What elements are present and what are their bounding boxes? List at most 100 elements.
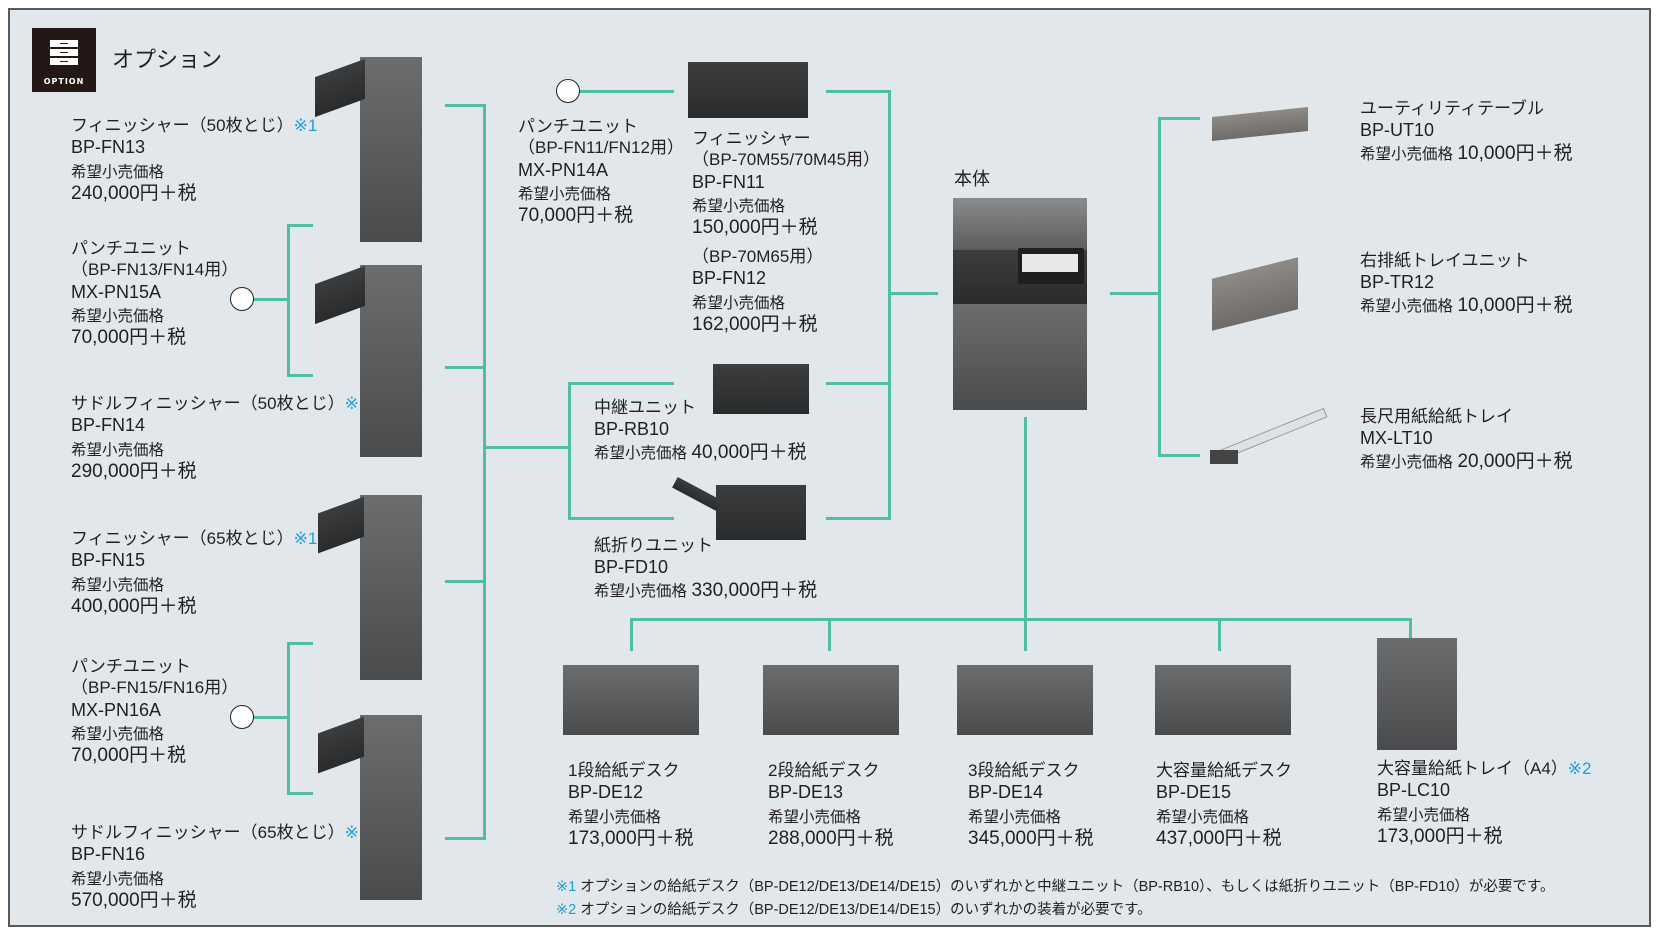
price-label: 希望小売価格 bbox=[1360, 145, 1454, 163]
drawer-icon bbox=[50, 40, 78, 47]
price-label: 希望小売価格 bbox=[1360, 297, 1454, 315]
option-bp-fn16: サドルフィニッシャー（65枚とじ）※1 BP-FN16 希望小売価格 570,0… bbox=[71, 822, 368, 913]
footnote-2: ※2 オプションの給紙デスク（BP-DE12/DE13/DE14/DE15）のい… bbox=[556, 899, 1554, 922]
option-name: パンチユニット bbox=[71, 239, 191, 258]
compatibility: （BP-FN13/FN14用） bbox=[71, 260, 239, 280]
option-mx-pn14a: パンチユニット （BP-FN11/FN12用） MX-PN14A 希望小売価格 … bbox=[518, 116, 684, 228]
connector-line bbox=[580, 90, 674, 93]
page-title: オプション bbox=[112, 47, 223, 72]
option-name: 大容量給紙トレイ（A4） bbox=[1377, 759, 1568, 778]
connector-line bbox=[1409, 618, 1412, 642]
footnote-ref: ※1 bbox=[293, 116, 318, 135]
price-value: 290,000円＋税 bbox=[71, 461, 197, 483]
connector-line bbox=[287, 224, 290, 377]
option-name: フィニッシャー bbox=[692, 129, 811, 148]
footnote-mark: ※2 bbox=[556, 902, 577, 919]
model-number: BP-FN12 bbox=[692, 268, 767, 289]
compatibility: （BP-FN11/FN12用） bbox=[518, 138, 684, 158]
model-number: BP-DE15 bbox=[1156, 782, 1232, 803]
option-bp-fd10: 紙折りユニット BP-FD10 希望小売価格 330,000円＋税 bbox=[594, 535, 817, 603]
punch-unit-marker bbox=[230, 705, 254, 729]
connector-line bbox=[483, 446, 569, 449]
price-value: 437,000円＋税 bbox=[1156, 828, 1282, 850]
connector-line bbox=[568, 517, 674, 520]
option-mx-pn15a: パンチユニット （BP-FN13/FN14用） MX-PN15A 希望小売価格 … bbox=[71, 238, 238, 350]
connector-line bbox=[254, 716, 288, 719]
option-name: 3段給紙デスク bbox=[968, 761, 1080, 780]
connector-line bbox=[254, 298, 288, 301]
panel-screen bbox=[1022, 254, 1078, 272]
option-name: パンチユニット bbox=[71, 657, 191, 676]
option-name: 紙折りユニット bbox=[594, 536, 713, 555]
options-panel bbox=[8, 8, 1651, 927]
model-number: BP-DE12 bbox=[568, 782, 644, 803]
price-label: 希望小売価格 bbox=[71, 441, 165, 459]
price-value: 70,000円＋税 bbox=[71, 745, 187, 767]
option-name: 1段給紙デスク bbox=[568, 761, 680, 780]
option-name: サドルフィニッシャー（50枚とじ） bbox=[71, 394, 345, 413]
footnotes: ※1 オプションの給紙デスク（BP-DE12/DE13/DE14/DE15）のい… bbox=[556, 876, 1554, 922]
large-capacity-tray-image bbox=[1377, 638, 1457, 750]
option-bp-rb10: 中継ユニット BP-RB10 希望小売価格 40,000円＋税 bbox=[594, 397, 807, 465]
connector-line bbox=[1158, 117, 1161, 457]
relay-unit-image bbox=[713, 364, 809, 414]
connector-line bbox=[445, 104, 485, 107]
price-label: 希望小売価格 bbox=[692, 294, 786, 312]
connector-line bbox=[888, 292, 938, 295]
connector-line bbox=[630, 618, 633, 651]
connector-line bbox=[826, 90, 891, 93]
footnote-ref: ※2 bbox=[1567, 759, 1592, 778]
main-unit-scanner bbox=[953, 198, 1087, 250]
compatibility: （BP-70M65用） bbox=[692, 247, 824, 267]
option-name: 右排紙トレイユニット bbox=[1360, 251, 1530, 270]
saddle-finisher-image bbox=[360, 715, 422, 900]
price-value: 400,000円＋税 bbox=[71, 596, 197, 618]
model-number: MX-LT10 bbox=[1360, 428, 1433, 449]
main-unit-label: 本体 bbox=[954, 169, 990, 189]
price-label: 希望小売価格 bbox=[594, 582, 688, 600]
connector-line bbox=[828, 618, 831, 651]
connector-line bbox=[1218, 618, 1221, 651]
long-paper-tray-base bbox=[1210, 450, 1238, 464]
model-number: BP-FN15 bbox=[71, 550, 146, 571]
model-number: BP-LC10 bbox=[1377, 780, 1451, 801]
option-name: フィニッシャー（65枚とじ） bbox=[71, 529, 294, 548]
footnote-text: オプションの給紙デスク（BP-DE12/DE13/DE14/DE15）のいずれか… bbox=[576, 902, 1152, 919]
saddle-finisher-image bbox=[360, 265, 422, 457]
option-icon: OPTION bbox=[32, 28, 96, 92]
finisher-image bbox=[360, 57, 422, 242]
option-bp-de13: 2段給紙デスク BP-DE13 希望小売価格 288,000円＋税 bbox=[768, 760, 894, 851]
footnote-1: ※1 オプションの給紙デスク（BP-DE12/DE13/DE14/DE15）のい… bbox=[556, 876, 1554, 899]
punch-unit-marker bbox=[230, 287, 254, 311]
connector-line bbox=[483, 104, 486, 840]
price-value: 40,000円＋税 bbox=[691, 441, 807, 463]
option-name: サドルフィニッシャー（65枚とじ） bbox=[71, 823, 345, 842]
price-value: 570,000円＋税 bbox=[71, 890, 197, 912]
option-name: 2段給紙デスク bbox=[768, 761, 880, 780]
finisher-image bbox=[360, 495, 422, 680]
price-value: 70,000円＋税 bbox=[71, 327, 187, 349]
price-label: 希望小売価格 bbox=[71, 870, 165, 888]
connector-line bbox=[1158, 117, 1200, 120]
price-label: 希望小売価格 bbox=[768, 808, 862, 826]
connector-line bbox=[287, 642, 313, 645]
price-label: 希望小売価格 bbox=[968, 808, 1062, 826]
model-number: MX-PN16A bbox=[71, 699, 162, 720]
option-icon-label: OPTION bbox=[43, 77, 85, 86]
price-label: 希望小売価格 bbox=[692, 198, 786, 215]
drawer-icon bbox=[50, 58, 78, 65]
connector-line bbox=[568, 382, 571, 520]
connector-line bbox=[445, 837, 485, 840]
price-label: 希望小売価格 bbox=[1377, 806, 1471, 824]
price-value: 10,000円＋税 bbox=[1457, 142, 1573, 164]
price-value: 240,000円＋税 bbox=[71, 183, 197, 205]
price-label: 希望小売価格 bbox=[518, 186, 612, 203]
option-mx-pn16a: パンチユニット （BP-FN15/FN16用） MX-PN16A 希望小売価格 … bbox=[71, 656, 238, 768]
price-label: 希望小売価格 bbox=[1360, 453, 1454, 471]
model-number: MX-PN15A bbox=[71, 281, 162, 302]
connector-line bbox=[568, 382, 674, 385]
model-number: MX-PN14A bbox=[518, 159, 609, 180]
connector-line bbox=[287, 374, 313, 377]
model-number: BP-FN13 bbox=[71, 137, 146, 158]
model-number: BP-DE13 bbox=[768, 782, 844, 803]
